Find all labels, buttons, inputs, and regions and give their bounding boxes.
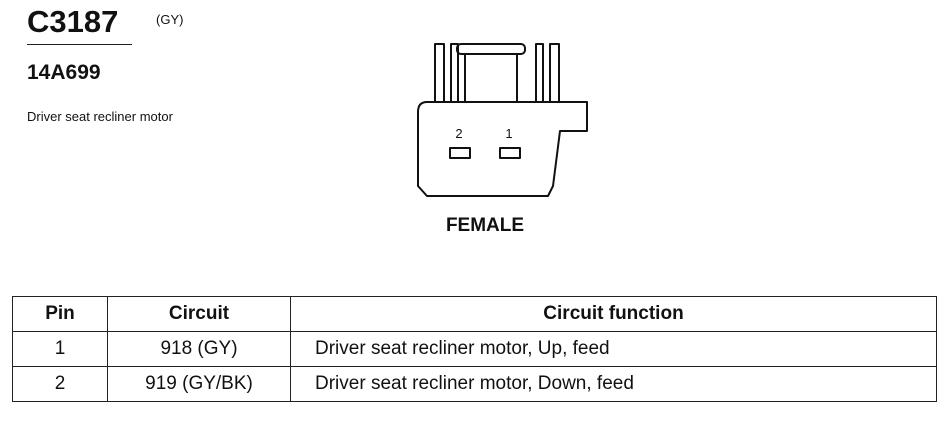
circuit-function-cell: Driver seat recliner motor, Down, feed bbox=[290, 366, 937, 402]
connector-id: C3187 bbox=[27, 4, 119, 39]
pin-cavity-1 bbox=[499, 147, 521, 159]
column-header-pin: Pin bbox=[12, 296, 108, 332]
circuit-cell: 918 (GY) bbox=[107, 331, 291, 367]
circuit-function-cell: Driver seat recliner motor, Up, feed bbox=[290, 331, 937, 367]
pin-cell: 1 bbox=[12, 331, 108, 367]
title-divider bbox=[27, 44, 132, 45]
color-code: (GY) bbox=[156, 12, 184, 27]
pin-label-2: 2 bbox=[455, 126, 462, 141]
table-row: 1 918 (GY) Driver seat recliner motor, U… bbox=[12, 331, 937, 367]
table-header-row: Pin Circuit Circuit function bbox=[12, 296, 937, 332]
latch-post-left-outer bbox=[434, 43, 445, 103]
connector-face-drawing: 2 1 bbox=[417, 43, 588, 197]
table-row: 2 919 (GY/BK) Driver seat recliner motor… bbox=[12, 366, 937, 402]
connector-description: Driver seat recliner motor bbox=[27, 109, 173, 124]
column-header-circuit-function: Circuit function bbox=[290, 296, 937, 332]
latch-post-right-outer bbox=[549, 43, 560, 103]
column-header-circuit: Circuit bbox=[107, 296, 291, 332]
connector-body bbox=[417, 101, 588, 197]
lock-bar bbox=[456, 43, 526, 55]
part-number: 14A699 bbox=[27, 61, 101, 84]
pin-label-1: 1 bbox=[505, 126, 512, 141]
connector-gender-label: FEMALE bbox=[445, 215, 525, 236]
circuit-cell: 919 (GY/BK) bbox=[107, 366, 291, 402]
pin-table: Pin Circuit Circuit function 1 918 (GY) … bbox=[12, 296, 937, 402]
pin-cell: 2 bbox=[12, 366, 108, 402]
pin-cavity-2 bbox=[449, 147, 471, 159]
latch-post-right-inner bbox=[535, 43, 544, 103]
latch-post-left-inner bbox=[450, 43, 459, 103]
